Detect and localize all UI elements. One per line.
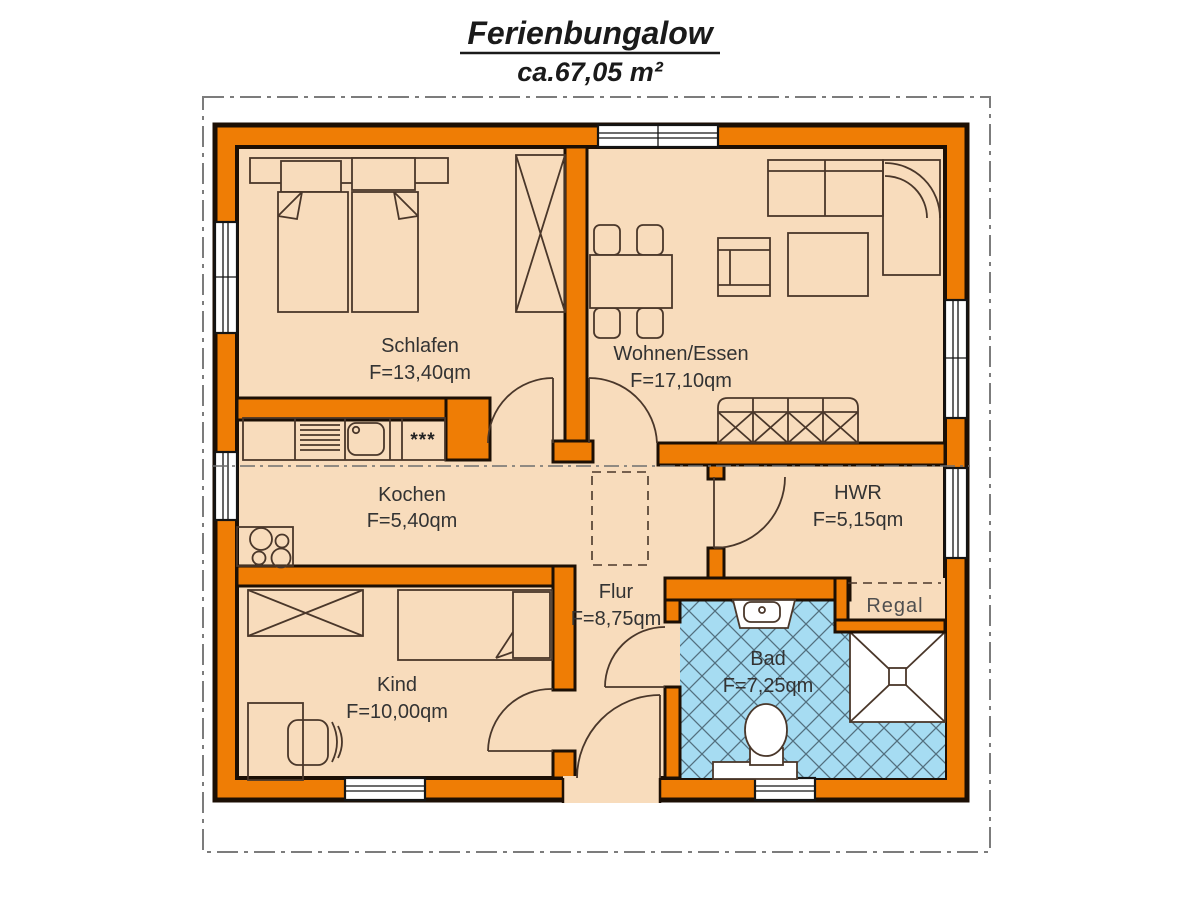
wall-flur-hwr-bottom <box>706 546 726 580</box>
window-hwr-right <box>943 466 969 560</box>
wall-kochen-kind <box>235 564 577 588</box>
shelf-label: Regal <box>866 595 923 617</box>
window-kind-bottom <box>343 776 427 802</box>
room-name: Schlafen <box>381 335 459 357</box>
room-label-kochen: Kochen F=5,40qm <box>367 484 458 532</box>
door-entrance <box>576 694 661 779</box>
bedroom-furniture <box>249 154 566 313</box>
sideboard <box>717 397 859 444</box>
desk <box>247 702 304 781</box>
shower <box>849 631 946 723</box>
blanket-fold-left <box>277 191 303 221</box>
room-name: Kochen <box>378 484 446 506</box>
door-wohnen <box>588 377 658 444</box>
window-bad-bottom <box>753 776 817 802</box>
bed-right <box>351 191 419 313</box>
desk-and-chair <box>247 702 343 781</box>
wardrobe-kind <box>247 589 364 637</box>
window-wohnen-right <box>943 298 969 420</box>
wall-wohnen-hwr <box>656 441 947 467</box>
blanket-fold <box>495 631 514 659</box>
room-area: F=10,00qm <box>346 701 448 723</box>
pillow-right <box>351 157 416 191</box>
room-area: F=5,40qm <box>367 510 458 532</box>
title-block: Ferienbungalow ca.67,05 m² <box>460 15 720 87</box>
toilet <box>712 703 798 780</box>
wall-bad-top <box>663 576 852 602</box>
wall-flur-hwr-top <box>706 463 726 481</box>
blanket-fold-right <box>393 191 419 221</box>
kitchen-counter: *** <box>242 417 446 461</box>
bathroom-fixtures <box>712 599 798 780</box>
room-name: Bad <box>750 648 786 670</box>
room-label-flur: Flur F=8,75qm <box>571 581 662 630</box>
coffee-table <box>787 232 869 297</box>
room-area: F=5,15qm <box>813 509 904 531</box>
wall-elbow <box>444 396 492 462</box>
plan-total-area: ca.67,05 m² <box>517 57 664 87</box>
wall-bad-left-top <box>663 598 682 624</box>
bath-sink <box>731 599 797 629</box>
dining-table-set <box>589 224 673 339</box>
kids-room-furniture <box>247 589 553 781</box>
room-label-hwr: HWR F=5,15qm <box>813 482 904 531</box>
door-bad <box>604 626 666 688</box>
room-name: HWR <box>834 482 882 504</box>
wall-schlafen-kochen <box>235 396 470 422</box>
room-area: F=13,40qm <box>369 362 471 384</box>
wall-shelf-bottom <box>833 618 947 634</box>
stove <box>236 526 294 569</box>
room-label-kind: Kind F=10,00qm <box>346 674 448 723</box>
corner-sofa <box>767 159 941 276</box>
wardrobe-schlafen <box>515 154 566 313</box>
wall-schlafen-wohnen <box>563 145 589 445</box>
window-kochen-left <box>213 450 239 522</box>
freezer-symbol: *** <box>410 430 435 451</box>
window-schlafen-left <box>213 220 239 335</box>
pillow-left <box>280 160 342 193</box>
wall-divider-base <box>551 439 595 464</box>
window-wohnen-top <box>596 123 720 149</box>
bed-left <box>277 191 349 313</box>
room-label-bad: Bad F=7,25qm <box>723 648 814 697</box>
windows <box>213 123 969 802</box>
wall-kind-flur-bottom <box>551 749 577 780</box>
shelf-niche-floor <box>848 578 945 622</box>
doors <box>487 377 786 779</box>
chair-backrest <box>331 721 343 763</box>
door-kind <box>487 688 554 752</box>
single-bed <box>397 589 553 661</box>
room-area: F=8,75qm <box>571 608 662 630</box>
plan-title: Ferienbungalow <box>467 15 714 51</box>
living-furniture <box>589 159 941 444</box>
pillow <box>512 591 551 659</box>
room-area: F=17,10qm <box>630 370 732 392</box>
kitchen-sink <box>347 422 385 456</box>
sink-drain <box>351 425 361 435</box>
room-label-wohnen: Wohnen/Essen F=17,10qm <box>613 343 748 392</box>
wall-kind-flur-top <box>551 564 577 692</box>
armchair <box>717 237 771 297</box>
plot-boundary <box>202 96 991 853</box>
room-area: F=7,25qm <box>723 675 814 697</box>
room-label-schlafen: Schlafen F=13,40qm <box>369 335 471 384</box>
room-name: Wohnen/Essen <box>613 343 748 365</box>
room-name: Flur <box>599 581 634 603</box>
door-schlafen <box>487 377 554 444</box>
room-name: Kind <box>377 674 417 696</box>
desk-chair <box>287 719 329 766</box>
bed-headboard <box>249 157 449 184</box>
kitchen-furniture: *** <box>236 417 446 569</box>
dining-table <box>589 254 673 309</box>
entrance-opening <box>561 776 662 803</box>
wall-bad-left-bottom <box>663 685 682 780</box>
drainer <box>300 424 340 451</box>
door-hwr <box>713 476 786 549</box>
